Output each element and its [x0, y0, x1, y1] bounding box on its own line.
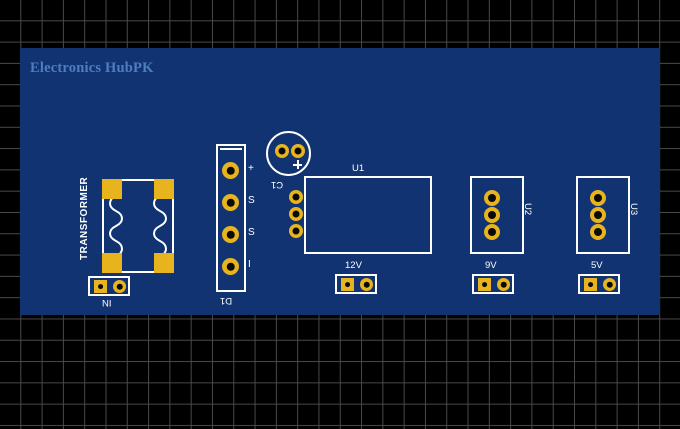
c1-polarity-plus-icon: [293, 160, 302, 169]
d1-outline: [216, 144, 246, 292]
out9v-outline: [472, 274, 514, 294]
transformer-pad-1[interactable]: [102, 179, 122, 199]
u2-pad-2[interactable]: [484, 207, 500, 223]
out5v-outline: [578, 274, 620, 294]
transformer-pad-4[interactable]: [154, 253, 174, 273]
u1-pad-1[interactable]: [289, 190, 303, 204]
u2-pad-3[interactable]: [484, 224, 500, 240]
d1-pad-3[interactable]: [222, 226, 239, 243]
u2-designator: U2: [522, 203, 533, 216]
u3-outline: [576, 176, 630, 254]
in-outline: [88, 276, 130, 296]
c1-designator: C1: [271, 179, 284, 190]
transformer-pad-2[interactable]: [154, 179, 174, 199]
transformer-coil-left: [109, 195, 123, 257]
out12v-label: 12V: [345, 260, 362, 271]
transformer-body-rect: [102, 179, 174, 273]
d1-pin1-marker: [220, 148, 242, 150]
u3-designator: U3: [628, 203, 639, 216]
c1-pad-negative[interactable]: [275, 144, 289, 158]
u1-designator: U1: [352, 163, 365, 174]
u2-pad-1[interactable]: [484, 190, 500, 206]
out9v-label: 9V: [485, 260, 497, 271]
in-label: IN: [102, 297, 112, 308]
out5v-pad-2[interactable]: [603, 278, 616, 291]
d1-pin-label-3: S: [248, 227, 255, 238]
transformer-designator: TRANSFORMER: [79, 176, 90, 260]
d1-pad-4[interactable]: [222, 258, 239, 275]
u1-outline: [304, 176, 432, 254]
d1-pin-label-1: +: [248, 163, 254, 174]
in-pad-2[interactable]: [113, 280, 126, 293]
u3-pad-2[interactable]: [590, 207, 606, 223]
out9v-pad-2[interactable]: [497, 278, 510, 291]
d1-designator: D1: [220, 295, 233, 306]
c1-pad-positive[interactable]: [291, 144, 305, 158]
c1-outline: [266, 131, 311, 176]
d1-pad-2[interactable]: [222, 194, 239, 211]
u1-pad-3[interactable]: [289, 224, 303, 238]
out5v-label: 5V: [591, 260, 603, 271]
transformer-coil-right: [153, 195, 167, 257]
d1-pin-label-4: I: [248, 259, 251, 270]
d1-pad-1[interactable]: [222, 162, 239, 179]
out12v-pad-1[interactable]: [341, 278, 354, 291]
board-title: Electronics HubPK: [30, 60, 154, 76]
u3-pad-3[interactable]: [590, 224, 606, 240]
in-pad-1[interactable]: [94, 280, 107, 293]
u2-outline: [470, 176, 524, 254]
d1-pin-label-2: S: [248, 195, 255, 206]
out12v-outline: [335, 274, 377, 294]
out5v-pad-1[interactable]: [584, 278, 597, 291]
out9v-pad-1[interactable]: [478, 278, 491, 291]
pcb-board[interactable]: Electronics HubPK TRANSFORMER: [20, 48, 660, 315]
u1-pad-2[interactable]: [289, 207, 303, 221]
u3-pad-1[interactable]: [590, 190, 606, 206]
transformer-outline: [102, 179, 174, 273]
out12v-pad-2[interactable]: [360, 278, 373, 291]
transformer-pad-3[interactable]: [102, 253, 122, 273]
